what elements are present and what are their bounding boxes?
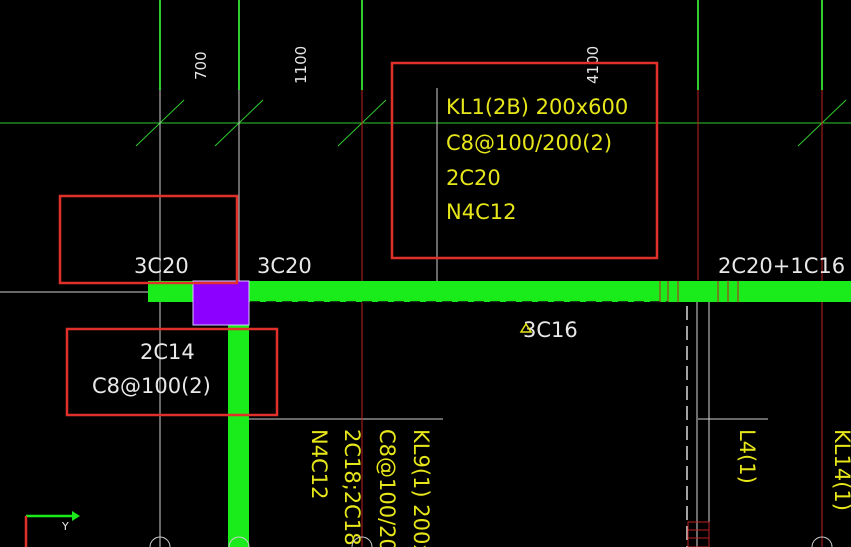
highlight-box-kl1 xyxy=(390,61,659,260)
ucs-y-label: Y xyxy=(61,520,69,533)
vlabel-kl14: KL14(1) xyxy=(830,429,851,511)
ucs-arrow-icon xyxy=(72,511,80,521)
kl1-stirrup: C8@100/200(2) xyxy=(446,131,612,155)
column-beam-stirrup: C8@100(2) xyxy=(92,374,211,398)
column-beam-bars: 2C14 xyxy=(140,340,195,364)
column[interactable] xyxy=(192,280,250,326)
dim-text-700: 700 xyxy=(192,51,210,80)
kl1-side-bars: N4C12 xyxy=(446,200,516,224)
rebar-bottom-mid: 3C16 xyxy=(523,318,578,342)
vlabel-2c18: 2C18;2C18 xyxy=(340,429,364,546)
secondary-beam-end xyxy=(687,521,710,547)
vlabel-c8: C8@100/20 xyxy=(375,429,399,547)
vlabel-kl9: KL9(1) 200x xyxy=(409,429,433,547)
rebar-far-right-top: 2C20+1C16 xyxy=(718,254,845,278)
kl1-name: KL1(2B) 200x600 xyxy=(446,95,628,119)
beam-kl1[interactable] xyxy=(148,281,851,302)
dim-text-4100: 4100 xyxy=(584,46,602,84)
kl1-top-bars: 2C20 xyxy=(446,166,501,190)
axis-bubble-2 xyxy=(228,536,250,547)
vlabel-l4: L4(1) xyxy=(735,429,759,484)
axis-bubble-4 xyxy=(811,536,833,547)
rebar-right-top: 3C20 xyxy=(257,254,312,278)
axis-bubble-3 xyxy=(351,536,373,547)
beam-vertical[interactable] xyxy=(228,302,249,547)
dim-text-1100: 1100 xyxy=(292,46,310,84)
highlight-box-left-support xyxy=(58,194,239,285)
highlight-box-column-beam xyxy=(65,327,279,417)
warning-triangle-icon[interactable] xyxy=(519,322,533,333)
vlabel-n4c12: N4C12 xyxy=(307,429,331,499)
axis-bubble-1 xyxy=(149,536,171,547)
rebar-left-top: 3C20 xyxy=(134,254,189,278)
